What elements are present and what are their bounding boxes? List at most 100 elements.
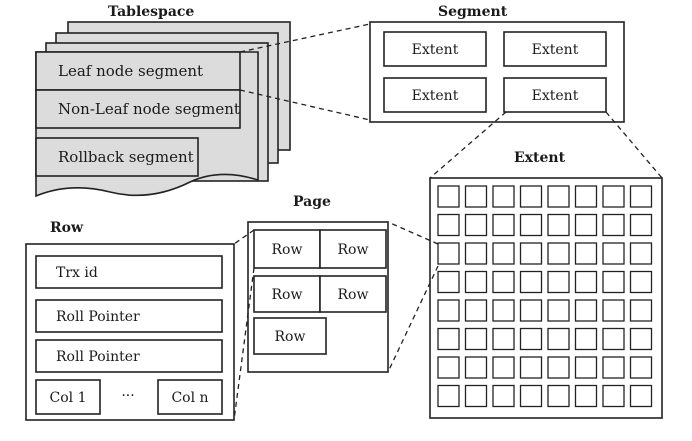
tablespace-group: Tablespace Leaf node segment Non-Leaf no… xyxy=(35,4,291,198)
segment-group: Segment Extent Extent Extent Extent xyxy=(369,4,625,123)
row-col-1-label: Col 1 xyxy=(50,390,87,406)
leaf-node-segment-label: Leaf node segment xyxy=(58,62,203,80)
row-field-trx-id-label: Trx id xyxy=(56,265,98,281)
rollback-segment xyxy=(35,137,199,177)
extent-page-cell xyxy=(464,185,488,208)
page-row-4-label: Row xyxy=(338,287,369,303)
extent-page-cell xyxy=(602,213,625,237)
extent-page-cell xyxy=(574,356,598,379)
extent-page-cell xyxy=(547,242,570,265)
extent-page-cell xyxy=(492,242,515,265)
row-col-1 xyxy=(35,379,101,415)
extent-page-cell xyxy=(602,242,625,265)
extent-page-cell xyxy=(519,299,543,322)
extent-page-cell xyxy=(629,356,653,379)
rollback-segment-label: Rollback segment xyxy=(58,148,194,166)
extent-page-cell xyxy=(519,270,543,294)
page-row-1-label: Row xyxy=(272,242,303,258)
extent-page-cell xyxy=(547,213,570,237)
extent-page-cell xyxy=(574,185,598,208)
extent-page-cell xyxy=(602,299,625,322)
segment-extent-3-label: Extent xyxy=(412,88,459,104)
extent-page-cell xyxy=(547,270,570,294)
extent-page-cell xyxy=(547,327,570,351)
extent-page-cell xyxy=(492,327,515,351)
extent-page-cell xyxy=(492,384,515,408)
segment-extent-2 xyxy=(503,31,607,67)
extent-page-cell xyxy=(437,213,460,237)
connector-page-row-top xyxy=(233,229,255,245)
extent-page-cell xyxy=(574,213,598,237)
extent-page-cell xyxy=(602,327,625,351)
extent-page-cell xyxy=(574,327,598,351)
extent-page-cell xyxy=(602,185,625,208)
segment-extent-4 xyxy=(503,77,607,113)
segment-extent-2-label: Extent xyxy=(532,42,579,58)
row-col-n xyxy=(157,379,223,415)
segment-extent-4-label: Extent xyxy=(532,88,579,104)
page-row-3 xyxy=(253,275,321,313)
row-field-roll-pointer-2-label: Roll Pointer xyxy=(56,349,140,365)
page-row-2-label: Row xyxy=(338,242,369,258)
extent-page-cell xyxy=(602,384,625,408)
tablespace-title: Tablespace xyxy=(108,4,194,20)
connector-extent-page-bottom xyxy=(387,265,439,373)
extent-page-cell xyxy=(629,270,653,294)
extent-page-cell xyxy=(464,384,488,408)
extent-group: Extent xyxy=(429,150,663,419)
connector-page-row-bottom xyxy=(233,267,255,421)
row-field-trx-id xyxy=(35,255,223,289)
extent-page-cell xyxy=(437,270,460,294)
extent-page-cell xyxy=(519,242,543,265)
extent-page-cell xyxy=(602,356,625,379)
extent-page-cell xyxy=(519,356,543,379)
extent-page-cell xyxy=(629,185,653,208)
extent-page-cell xyxy=(437,384,460,408)
connector-segment-extent-left xyxy=(429,111,507,179)
page-row-1 xyxy=(253,229,321,269)
extent-page-cell xyxy=(464,270,488,294)
extent-page-cell xyxy=(464,356,488,379)
page-group: Page Row Row Row Row Row xyxy=(247,194,389,373)
page-row-5-label: Row xyxy=(275,329,306,345)
extent-page-cell xyxy=(437,299,460,322)
page-row-5 xyxy=(253,317,327,355)
extent-page-cell xyxy=(519,213,543,237)
extent-page-cell xyxy=(629,327,653,351)
row-field-roll-pointer-1 xyxy=(35,299,223,333)
extent-page-cell xyxy=(547,299,570,322)
extent-page-cell xyxy=(629,384,653,408)
connector-extent-page-top xyxy=(387,221,439,245)
extent-page-cell xyxy=(519,384,543,408)
row-field-roll-pointer-1-label: Roll Pointer xyxy=(56,309,140,325)
extent-page-cell xyxy=(464,327,488,351)
connector-tablespace-segment-bottom xyxy=(239,89,371,121)
segment-extent-1-label: Extent xyxy=(412,42,459,58)
extent-page-cell xyxy=(547,384,570,408)
extent-page-cell xyxy=(629,242,653,265)
extent-page-cell xyxy=(437,327,460,351)
page-row-3-label: Row xyxy=(272,287,303,303)
extent-page-cell xyxy=(629,213,653,237)
extent-page-cell xyxy=(519,327,543,351)
extent-page-cell xyxy=(437,242,460,265)
page-row-2 xyxy=(319,229,387,269)
row-group: Row Trx id Roll Pointer Roll Pointer Col… xyxy=(25,220,235,421)
extent-page-cell xyxy=(437,356,460,379)
row-col-ellipsis: ··· xyxy=(121,388,134,404)
segment-title: Segment xyxy=(438,4,508,20)
page-row-4 xyxy=(319,275,387,313)
leaf-node-segment xyxy=(35,51,241,91)
extent-page-cell xyxy=(437,185,460,208)
non-leaf-node-segment-label: Non-Leaf node segment xyxy=(58,100,240,118)
connector-tablespace-segment-top xyxy=(239,23,371,53)
extent-page-cell xyxy=(574,242,598,265)
extent-page-cell xyxy=(492,356,515,379)
extent-page-cell xyxy=(492,270,515,294)
segment-extent-3 xyxy=(383,77,487,113)
extent-page-cell xyxy=(492,299,515,322)
extent-page-cell xyxy=(547,185,570,208)
connector-segment-extent-right xyxy=(605,111,663,179)
extent-page-cell xyxy=(464,242,488,265)
